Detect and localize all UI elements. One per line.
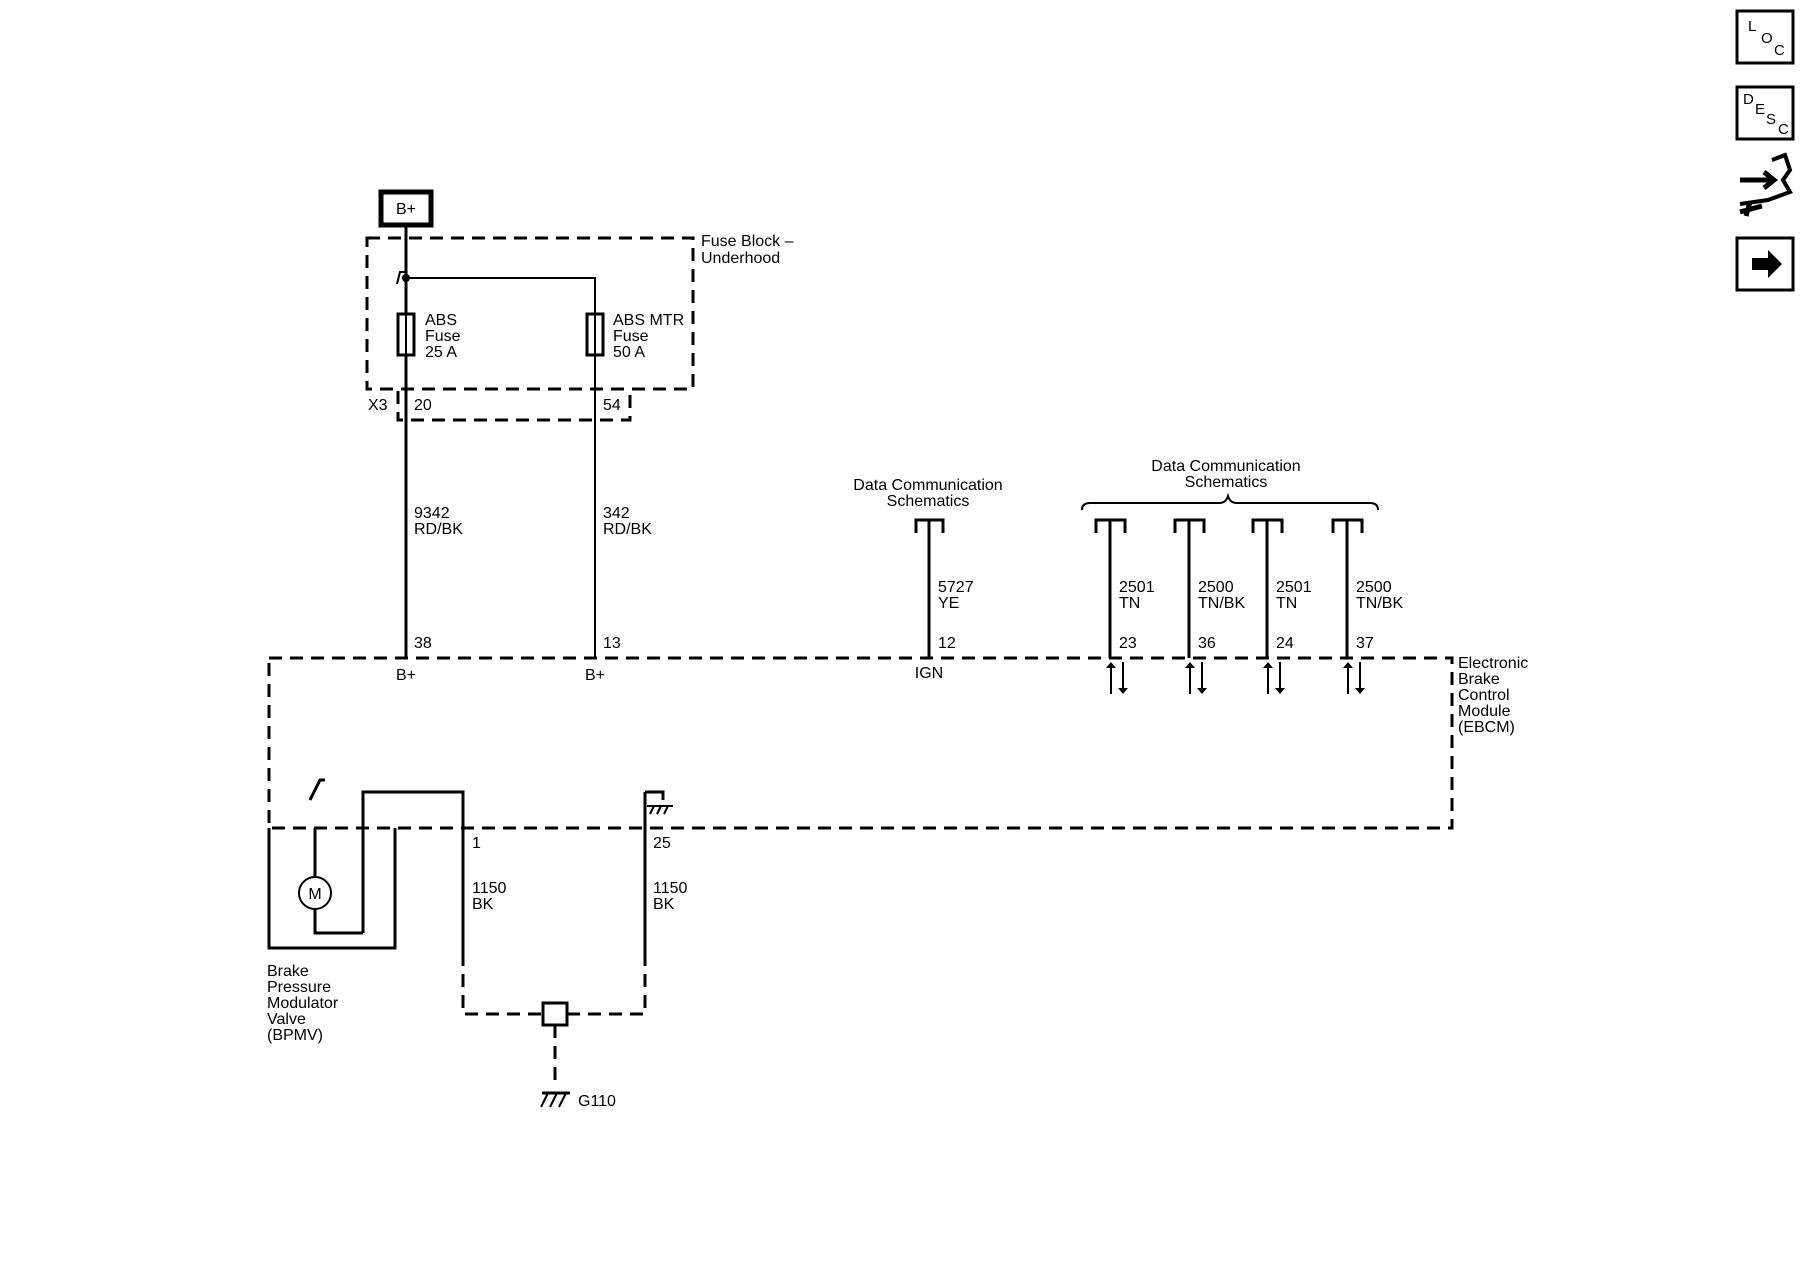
- wire-1150-a-circuit: 1150: [472, 880, 507, 897]
- fuse-block-underhood: Fuse Block – Underhood X3: [365, 233, 794, 422]
- desc-button-letter-2: E: [1755, 101, 1765, 118]
- bpmv-label-1: Brake: [267, 963, 309, 980]
- ebcm-pin-13: 13: [603, 635, 621, 652]
- wire-2501-b-circuit: 2501: [1276, 579, 1312, 596]
- wire-bus-abs-mtr: [406, 277, 596, 658]
- wire-1150-b-circuit: 1150: [653, 880, 688, 897]
- ebcm-label-3: Control: [1458, 687, 1510, 704]
- ground-harness-right: [567, 953, 647, 1016]
- ebcm-pin-23: 23: [1119, 635, 1137, 652]
- ebcm-pin-36: 36: [1198, 635, 1216, 652]
- ebcm-terminal-b-plus-1: B+: [396, 667, 416, 684]
- abs-fuse-rating: 25 A: [425, 344, 457, 361]
- wire-1150-b: [643, 790, 665, 953]
- wire-1150-b-color: BK: [653, 896, 675, 913]
- ebcm-pin-25: 25: [653, 835, 671, 852]
- power-source-label: B+: [396, 201, 416, 218]
- motor-symbol: M: [308, 886, 321, 903]
- motor-icon: [298, 876, 332, 910]
- wire-342-color: RD/BK: [603, 521, 652, 538]
- wire-5727-color: YE: [938, 595, 959, 612]
- abs-mtr-fuse-pin: 54: [603, 397, 621, 414]
- wire-2501-a-circuit: 2501: [1119, 579, 1155, 596]
- desc-button-letter-1: D: [1743, 91, 1754, 108]
- internal-ground-icon: [647, 805, 673, 815]
- wire-342-circuit: 342: [603, 505, 630, 522]
- ebcm-label-5: (EBCM): [1458, 719, 1515, 736]
- ebcm-pin-12: 12: [938, 635, 956, 652]
- wire-2500-b-circuit: 2500: [1356, 579, 1392, 596]
- ebcm-pin-24: 24: [1276, 635, 1294, 652]
- ebcm-terminal-b-plus-2: B+: [585, 667, 605, 684]
- bpmv-motor-feed-wire: [361, 790, 465, 948]
- abs-fuse-pin: 20: [414, 397, 432, 414]
- ground-harness-left: [461, 953, 543, 1016]
- fuse-block-label-1: Fuse Block –: [701, 233, 794, 250]
- data-comm-single: Data Communication Schematics 5727 YE: [853, 477, 1003, 658]
- ebcm-pin-37: 37: [1356, 635, 1374, 652]
- loc-button-letter-3: C: [1774, 42, 1785, 59]
- data-comm-group-brace: [1081, 492, 1379, 511]
- abs-fuse: ABS Fuse 25 A 20: [396, 312, 461, 414]
- ebcm-label-1: Electronic: [1458, 655, 1528, 672]
- ebcm-label-4: Module: [1458, 703, 1511, 720]
- abs-mtr-fuse: ABS MTR Fuse 50 A 54: [585, 312, 684, 414]
- fuse-block-label-2: Underhood: [701, 250, 780, 267]
- abs-mtr-fuse-rating: 50 A: [613, 344, 645, 361]
- bpmv-label-2: Pressure: [267, 979, 331, 996]
- data-comm-group-label-1: Data Communication: [1151, 458, 1300, 475]
- data-comm-single-label-1: Data Communication: [853, 477, 1002, 494]
- wire-2501-a-color: TN: [1119, 595, 1140, 612]
- bpmv-box: [267, 828, 397, 950]
- ebcm-pin-1: 1: [472, 835, 481, 852]
- wire-2500-a-color: TN/BK: [1198, 595, 1245, 612]
- next-page-button[interactable]: [1735, 236, 1795, 292]
- power-source-b-plus: B+: [378, 189, 434, 228]
- ground-splice-icon: [541, 1001, 569, 1027]
- desc-button[interactable]: D E S C: [1735, 85, 1795, 141]
- ground-icon: [540, 1091, 570, 1108]
- ebcm-module: Electronic Brake Control Module (EBCM) 3…: [267, 635, 1528, 830]
- data-arrows-icon: [1106, 662, 1365, 694]
- bpmv-switch-icon: [308, 778, 325, 801]
- wire-2500-b-color: TN/BK: [1356, 595, 1403, 612]
- ground-label: G110: [578, 1093, 616, 1110]
- bpmv: M Brake Pressure Modulator Valve (BPMV): [267, 778, 465, 1044]
- data-comm-single-label-2: Schematics: [887, 493, 970, 510]
- bpmv-label-4: Valve: [267, 1011, 306, 1028]
- fuse-block-tap-icon: [396, 271, 405, 285]
- loc-button[interactable]: L O C: [1735, 9, 1795, 65]
- data-comm-group-label-2: Schematics: [1185, 474, 1268, 491]
- wire-2501-b-color: TN: [1276, 595, 1297, 612]
- repair-tools-button[interactable]: [1739, 152, 1793, 217]
- ebcm-terminal-ign: IGN: [915, 665, 943, 682]
- data-comm-group: Data Communication Schematics 2501 TN 25…: [1081, 458, 1403, 658]
- abs-mtr-fuse-label-2: Fuse: [613, 328, 649, 345]
- wire-9342-circuit: 9342: [414, 505, 450, 522]
- abs-mtr-fuse-label-1: ABS MTR: [613, 312, 684, 329]
- desc-button-letter-4: C: [1778, 121, 1789, 138]
- loc-button-letter-2: O: [1761, 30, 1773, 47]
- wire-5727-circuit: 5727: [938, 579, 974, 596]
- wire-2500-a-circuit: 2500: [1198, 579, 1234, 596]
- wire-1150-a-color: BK: [472, 896, 494, 913]
- fuse-block-connector: X3: [368, 397, 388, 414]
- bpmv-label-3: Modulator: [267, 995, 339, 1012]
- ebcm-pin-38: 38: [414, 635, 432, 652]
- desc-button-letter-3: S: [1766, 111, 1776, 128]
- bpmv-motor-wire: [313, 828, 363, 935]
- abs-fuse-label-1: ABS: [425, 312, 457, 329]
- splice-point: [402, 274, 410, 282]
- ebcm-label-2: Brake: [1458, 671, 1500, 688]
- loc-button-letter-1: L: [1748, 18, 1756, 35]
- abs-fuse-label-2: Fuse: [425, 328, 461, 345]
- wire-9342-color: RD/BK: [414, 521, 463, 538]
- arrow-right-icon: [1752, 250, 1782, 278]
- bpmv-label-5: (BPMV): [267, 1027, 323, 1044]
